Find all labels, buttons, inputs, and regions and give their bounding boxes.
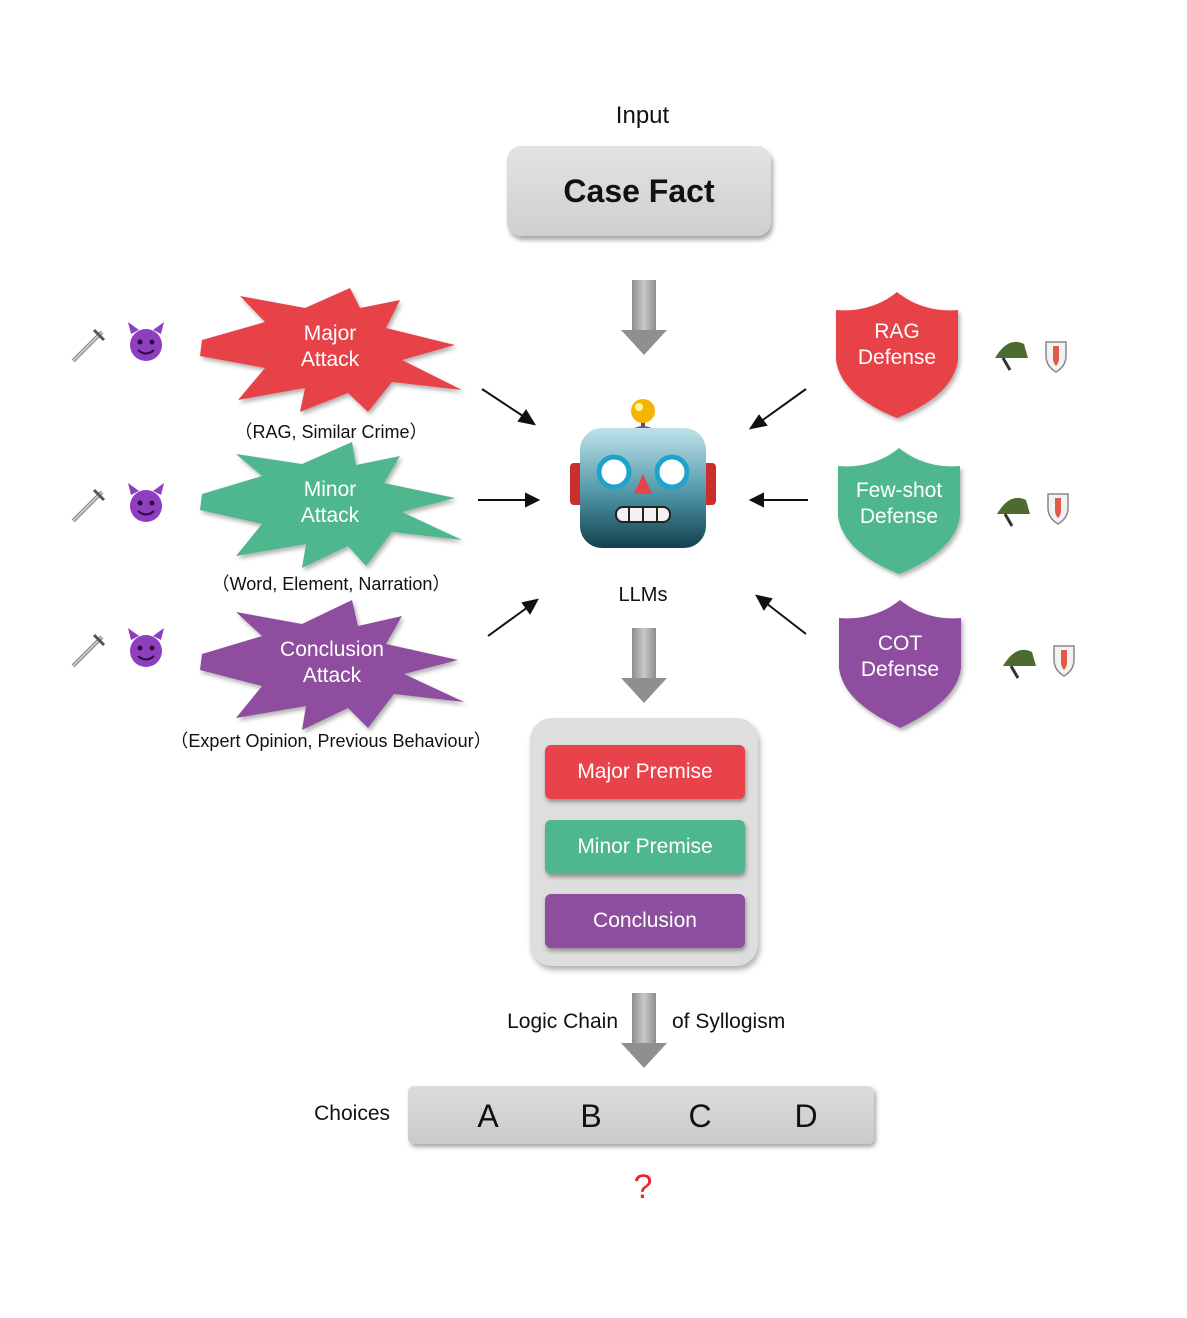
- shield-icon: [1045, 341, 1067, 373]
- defense-arrows: [748, 388, 808, 635]
- major-attack-burst: [200, 288, 462, 412]
- shield-icon: [1047, 493, 1069, 525]
- rag-defense-label: RAG Defense: [840, 318, 954, 372]
- down-arrow-to-llm: [621, 280, 667, 355]
- major-attack-sub: （RAG, Similar Crime）: [234, 422, 428, 442]
- rag-defense-line2: Defense: [857, 346, 937, 369]
- rag-defense-line1: RAG: [874, 320, 920, 343]
- devil-face-icon: [128, 322, 164, 361]
- shield-icon: [1053, 645, 1075, 677]
- devil-face-icon: [128, 628, 164, 667]
- major-premise-box: Major Premise: [545, 745, 745, 799]
- logic-chain-label: Logic Chain: [507, 1010, 618, 1033]
- conclusion-box: Conclusion: [545, 894, 745, 948]
- question-mark: ?: [633, 1168, 653, 1206]
- conclusion-attack-line2: Attack: [302, 664, 362, 687]
- cot-defense-line2: Defense: [860, 658, 940, 681]
- conclusion-attack-line1: Conclusion: [280, 638, 384, 661]
- dagger-icon: [71, 488, 106, 523]
- minor-premise-box: Minor Premise: [545, 820, 745, 874]
- down-arrow-to-choices: [621, 993, 667, 1068]
- down-arrow-to-steps: [621, 628, 667, 703]
- military-helmet-icon: [995, 341, 1028, 371]
- attack-arrows: [478, 388, 541, 637]
- choices-label: Choices: [314, 1102, 390, 1125]
- cot-defense-label: COT Defense: [843, 630, 957, 684]
- choice-c: C: [688, 1098, 712, 1134]
- robot-face-icon: [570, 399, 716, 548]
- minor-attack-line1: Minor: [303, 478, 357, 501]
- syllogism-label: of Syllogism: [672, 1010, 786, 1033]
- dagger-icon: [71, 328, 106, 363]
- major-attack-line1: Major: [303, 322, 357, 345]
- dagger-icon: [71, 633, 106, 668]
- cot-defense-line1: COT: [877, 632, 923, 655]
- input-label: Input: [615, 102, 670, 129]
- choices-bar: [408, 1086, 874, 1144]
- military-helmet-icon: [997, 497, 1030, 527]
- llm-label: LLMs: [618, 584, 668, 606]
- few-shot-defense-line1: Few-shot: [855, 479, 943, 502]
- choice-d: D: [794, 1098, 818, 1134]
- major-attack-line2: Attack: [300, 348, 360, 371]
- minor-attack-burst: [200, 442, 462, 568]
- rag-defense-shield: [836, 292, 958, 418]
- few-shot-defense-line2: Defense: [859, 505, 939, 528]
- devil-face-icon: [128, 483, 164, 522]
- choice-b: B: [580, 1098, 602, 1134]
- case-fact-box: Case Fact: [507, 146, 771, 236]
- few-shot-defense-shield: [838, 448, 960, 574]
- military-helmet-icon: [1003, 649, 1036, 679]
- minor-attack-sub: （Word, Element, Narration）: [211, 574, 451, 594]
- cot-defense-shield: [839, 600, 961, 728]
- conclusion-attack-burst: [200, 600, 464, 730]
- conclusion-attack-sub: （Expert Opinion, Previous Behaviour）: [170, 731, 492, 751]
- choice-a: A: [477, 1098, 499, 1134]
- minor-attack-line2: Attack: [300, 504, 360, 527]
